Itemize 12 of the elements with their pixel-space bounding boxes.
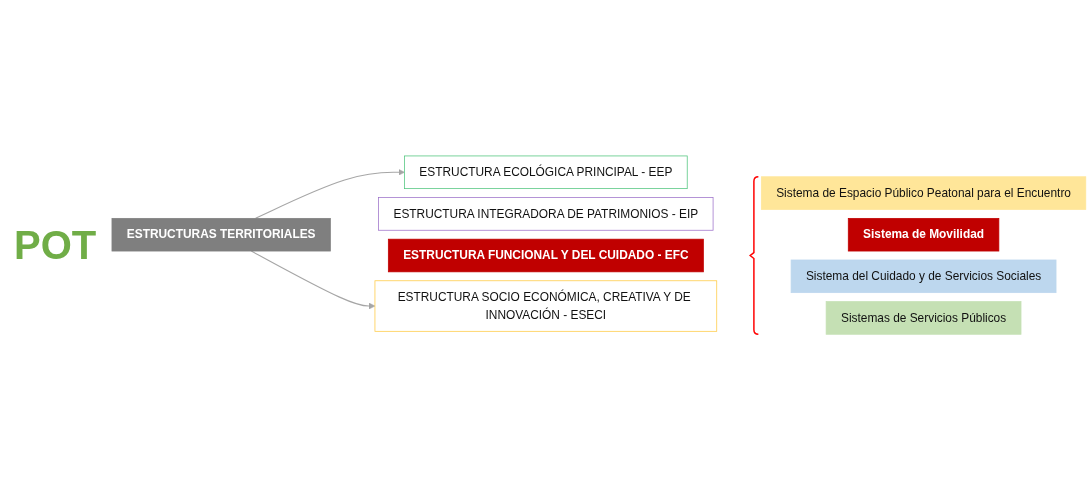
node-box: ESTRUCTURA FUNCIONAL Y DEL CUIDADO - EFC — [388, 238, 704, 273]
node-box: ESTRUCTURA ECOLÓGICA PRINCIPAL - EEP — [404, 155, 688, 189]
node-box: ESTRUCTURA SOCIO ECONÓMICA, CREATIVA Y DE INNOVACIÓN - ESECI — [374, 280, 718, 332]
node-box: Sistemas de Servicios Públicos — [826, 301, 1022, 335]
arrow — [250, 250, 376, 310]
node-box: Sistema de Espacio Público Peatonal para el Encuentro — [761, 176, 1087, 210]
node-box: Sistema del Cuidado y de Servicios Sociales — [790, 259, 1057, 293]
node-box: ESTRUCTURAS TERRITORIALES — [111, 217, 331, 252]
node-box: ESTRUCTURA INTEGRADORA DE PATRIMONIOS - EIP — [378, 197, 714, 231]
diagram-label: POT — [14, 222, 97, 267]
arrow — [255, 168, 405, 219]
node-box: Sistema de Movilidad — [848, 217, 1000, 252]
